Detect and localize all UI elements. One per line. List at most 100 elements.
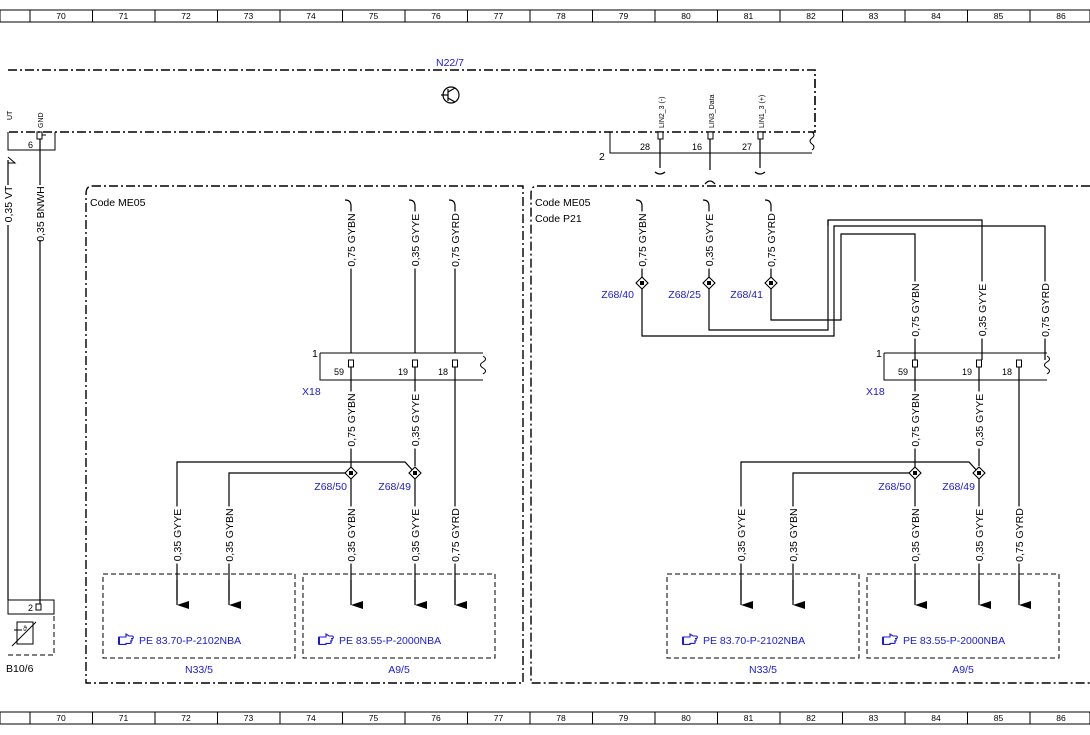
wire-label-bot-2-bg bbox=[345, 506, 357, 564]
wire-label-bot-2-bg bbox=[909, 506, 921, 564]
svg-text:LIN2_3 (-): LIN2_3 (-) bbox=[659, 96, 666, 128]
wire-top-1 bbox=[702, 199, 710, 290]
connector-x18-number: 1 bbox=[312, 348, 318, 360]
n22-7-label: N22/7 bbox=[436, 57, 464, 69]
wire-label-bot-4-bg bbox=[449, 506, 461, 564]
ruler-label: 77 bbox=[494, 713, 504, 723]
splice-top-0-dot bbox=[640, 281, 644, 285]
b10-6-pin2: 2 bbox=[28, 603, 33, 613]
ruler-label: 83 bbox=[869, 11, 879, 21]
connector-x18-body bbox=[883, 353, 1047, 381]
connector-pin-num-2: 18 bbox=[438, 367, 448, 377]
ruler-label: 74 bbox=[306, 11, 316, 21]
connector-x18-break bbox=[1044, 355, 1050, 375]
left-code-line-0: Code ME05 bbox=[90, 197, 146, 209]
target-box-0 bbox=[102, 573, 296, 659]
wire-label-top-2-bg bbox=[765, 211, 777, 269]
wire-label-bot-4: 0,75 GYRD bbox=[1014, 508, 1026, 562]
svg-text:16: 16 bbox=[692, 142, 702, 152]
pointing-hand-glyph bbox=[682, 633, 699, 646]
ruler-label: 70 bbox=[56, 11, 66, 21]
target-box-1 bbox=[866, 573, 1060, 659]
splice-z68-50-dot bbox=[913, 471, 917, 475]
wire-top-0 bbox=[635, 199, 643, 290]
pointing-hand-glyph bbox=[882, 633, 899, 646]
n22-wires-down bbox=[654, 139, 766, 185]
ruler-label: 78 bbox=[556, 11, 566, 21]
ruler-label: 85 bbox=[994, 11, 1004, 21]
connector-x18-break bbox=[480, 355, 486, 375]
target-name-1: A9/5 bbox=[388, 664, 410, 676]
wire-label-mid-0-bg bbox=[909, 391, 921, 449]
ruler-label: 80 bbox=[681, 713, 691, 723]
wire-top-gybn bbox=[344, 199, 352, 353]
wire-label-bot-3: 0,35 GYYE bbox=[410, 509, 422, 562]
ruler-label: 73 bbox=[244, 11, 254, 21]
splice-label-0: Z68/50 bbox=[878, 481, 911, 493]
ruler-label: 83 bbox=[869, 713, 879, 723]
svg-text:UT: UT bbox=[7, 110, 14, 120]
connector-x18-id: X18 bbox=[866, 386, 885, 398]
sensor-icon: ϑ bbox=[23, 626, 27, 633]
wire-label-bot-3-bg bbox=[409, 506, 421, 564]
target-name-0: N33/5 bbox=[749, 664, 777, 676]
svg-text:LIN3_Data: LIN3_Data bbox=[709, 94, 716, 128]
wire-label-bot-1-bg bbox=[223, 506, 235, 564]
b10-6-sensor bbox=[7, 599, 55, 656]
connector-pin-num-1: 19 bbox=[962, 367, 972, 377]
ruler-label: 82 bbox=[806, 11, 816, 21]
connector-x18-id: X18 bbox=[302, 386, 321, 398]
splice-z68-50-dot bbox=[349, 471, 353, 475]
connector-pin-num-0: 59 bbox=[898, 367, 908, 377]
wire-label-vt: 0,35 VT bbox=[2, 185, 15, 225]
wire-label-cross-0: 0,75 GYBN bbox=[910, 283, 922, 336]
target-ref-0: PE 83.70-P-2102NBA bbox=[139, 635, 241, 647]
wire-top-gyye bbox=[408, 199, 416, 353]
target-ref-0: PE 83.70-P-2102NBA bbox=[703, 635, 805, 647]
ruler-label: 85 bbox=[994, 713, 1004, 723]
n22-connector-2 bbox=[609, 131, 815, 154]
n22-connector-pins: 28 16 27 LIN2_3 (-) LIN3_Data LIN1_3 (+) bbox=[640, 94, 766, 152]
wire-label-mid-0: 0,75 GYBN bbox=[910, 393, 922, 446]
ruler-label: 82 bbox=[806, 713, 816, 723]
wire-top-gyrd bbox=[448, 199, 456, 353]
splice-top-label-0: Z68/40 bbox=[601, 289, 634, 301]
connector-x18-body bbox=[319, 353, 483, 381]
connector-pin-2 bbox=[452, 359, 458, 368]
wire-label-bot-4: 0,75 GYRD bbox=[450, 508, 462, 562]
transistor-icon bbox=[441, 86, 460, 104]
svg-text:LIN1_3 (+): LIN1_3 (+) bbox=[759, 95, 766, 128]
ruler-label: 76 bbox=[431, 11, 441, 21]
pointing-hand-glyph bbox=[318, 633, 335, 646]
ruler-label: 71 bbox=[119, 11, 129, 21]
splice-z68-49-dot bbox=[413, 471, 417, 475]
ruler-label: 73 bbox=[244, 713, 254, 723]
b10-6-label: B10/6 bbox=[6, 663, 34, 675]
svg-text:28: 28 bbox=[640, 142, 650, 152]
wire-label-cross-0-bg bbox=[909, 281, 921, 339]
wire-label-cross-2: 0,75 GYRD bbox=[1040, 283, 1052, 337]
wire-label-top-2: 0,75 GYRD bbox=[766, 213, 778, 267]
wire-label-mid-1: 0,35 GYYE bbox=[410, 394, 422, 447]
wire-label-bot-4-bg bbox=[1013, 506, 1025, 564]
ruler-label: 72 bbox=[181, 713, 191, 723]
target-name-0: N33/5 bbox=[185, 664, 213, 676]
target-name-1: A9/5 bbox=[952, 664, 974, 676]
ruler-label: 81 bbox=[744, 11, 754, 21]
connector-pin-1 bbox=[976, 359, 982, 368]
target-ref-1: PE 83.55-P-2000NBA bbox=[339, 635, 441, 647]
right-code-line-1: Code P21 bbox=[535, 213, 582, 225]
target-ref-1: PE 83.55-P-2000NBA bbox=[903, 635, 1005, 647]
svg-text:27: 27 bbox=[742, 142, 752, 152]
wire-label-bot-1-bg bbox=[787, 506, 799, 564]
ruler-label: 80 bbox=[681, 11, 691, 21]
ruler-label: 77 bbox=[494, 11, 504, 21]
wire-label-top-2-bg bbox=[449, 211, 461, 269]
ruler-label: 86 bbox=[1056, 713, 1066, 723]
right-block-frame bbox=[530, 185, 1090, 684]
wire-label-bot-0-bg bbox=[171, 506, 183, 564]
splice-top-label-1: Z68/25 bbox=[668, 289, 701, 301]
wire-label-top-0: 0,75 GYBN bbox=[637, 213, 649, 266]
